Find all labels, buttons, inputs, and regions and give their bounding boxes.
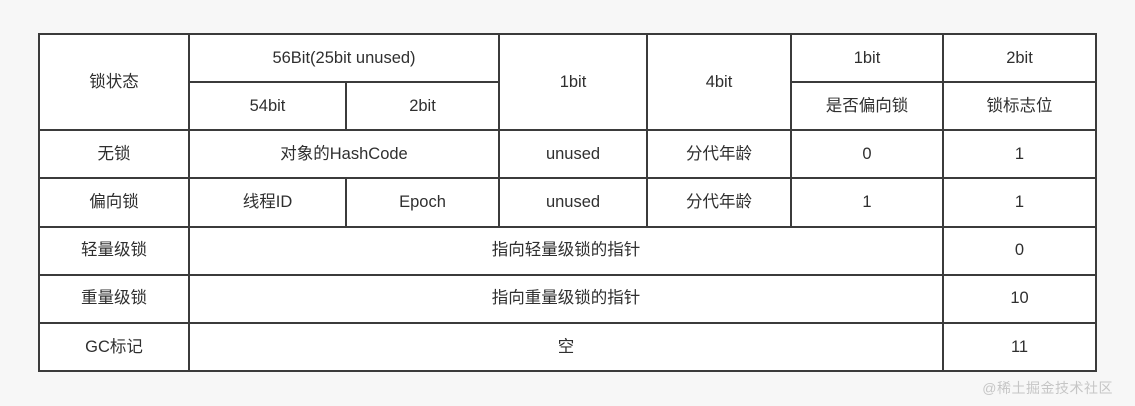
table-row: GC标记 空 11: [38, 321, 1098, 373]
row-field-b: Epoch: [344, 177, 501, 228]
header-sub-54bit: 54bit: [188, 81, 347, 132]
row-bias-bit: 1: [790, 177, 945, 228]
row-lock-flag: 1: [942, 177, 1098, 228]
row-lock-flag: 10: [942, 273, 1098, 324]
row-age: 分代年龄: [646, 129, 793, 180]
header-flag-label: 锁标志位: [942, 81, 1098, 132]
watermark: @稀土掘金技术社区: [982, 380, 1113, 396]
table-row: 轻量级锁 指向轻量级锁的指针 0: [38, 225, 1098, 276]
header-bias-width: 1bit: [790, 32, 945, 84]
table-header-row-bottom: 54bit 2bit 是否偏向锁 锁标志位: [39, 81, 1098, 132]
row-merged-pointer: 指向轻量级锁的指针: [187, 225, 945, 276]
row-merged-pointer: 空: [187, 321, 945, 373]
row-field-a: 对象的HashCode: [187, 129, 501, 180]
header-flag-width: 2bit: [942, 32, 1098, 84]
row-state: 无锁: [38, 129, 190, 180]
header-lock-state: 锁状态: [38, 32, 190, 132]
header-sub-2bit: 2bit: [344, 81, 501, 132]
row-unused: unused: [498, 129, 649, 180]
row-state: GC标记: [38, 321, 190, 373]
header-col-1bit: 1bit: [498, 32, 649, 132]
table-header-row-top: 锁状态 56Bit(25bit unused) 1bit 4bit 1bit 2…: [38, 32, 1098, 132]
row-state: 轻量级锁: [38, 225, 190, 276]
markword-table-container: 锁状态 56Bit(25bit unused) 1bit 4bit 1bit 2…: [38, 32, 1098, 373]
header-bias-label: 是否偏向锁: [790, 81, 945, 132]
row-field-a: 线程ID: [188, 177, 347, 228]
row-merged-pointer: 指向重量级锁的指针: [187, 273, 945, 324]
table-row: 偏向锁 线程ID Epoch unused 分代年龄 1 1: [38, 177, 1098, 228]
header-col-4bit: 4bit: [646, 32, 793, 132]
table-row: 重量级锁 指向重量级锁的指针 10: [38, 273, 1098, 324]
lock-state-markword-table: 锁状态 56Bit(25bit unused) 1bit 4bit 1bit 2…: [38, 32, 1098, 373]
table-row: 无锁 对象的HashCode unused 分代年龄 0 1: [38, 129, 1098, 180]
row-bias-bit: 0: [790, 129, 945, 180]
row-age: 分代年龄: [646, 177, 793, 228]
row-lock-flag: 11: [942, 321, 1098, 373]
header-group-56bit: 56Bit(25bit unused): [187, 32, 501, 84]
row-lock-flag: 0: [942, 225, 1098, 276]
row-unused: unused: [498, 177, 649, 228]
row-state: 重量级锁: [38, 273, 190, 324]
row-lock-flag: 1: [942, 129, 1098, 180]
row-state: 偏向锁: [38, 177, 190, 228]
